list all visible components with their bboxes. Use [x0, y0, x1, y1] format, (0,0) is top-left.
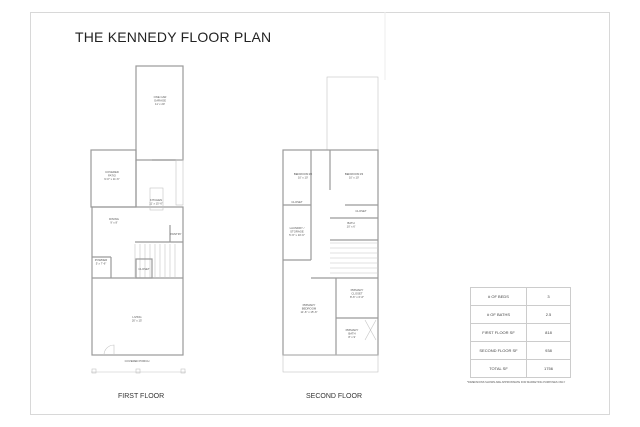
page-title: THE KENNEDY FLOOR PLAN	[75, 29, 272, 45]
second-floor-caption: SECOND FLOOR	[306, 393, 363, 400]
main-walls	[91, 206, 184, 356]
garage-roof-outline	[326, 76, 379, 151]
garage-walls	[135, 65, 184, 161]
room-label-closet: CLOSET	[138, 267, 149, 271]
room-label-closet-2: CLOSET	[291, 200, 302, 204]
room-label-closet-3: CLOSET	[355, 209, 366, 213]
first-floor-caption: FIRST FLOOR	[118, 393, 165, 400]
room-label-porch: COVERED PORCH	[125, 359, 150, 363]
dimensions-note: *DIMENSIONS SHOWN ARE APPROXIMATE FOR MA…	[467, 381, 566, 384]
room-label-pantry: PANTRY	[170, 232, 181, 236]
page-frame	[30, 12, 610, 415]
porch-roof-outline	[282, 354, 379, 373]
